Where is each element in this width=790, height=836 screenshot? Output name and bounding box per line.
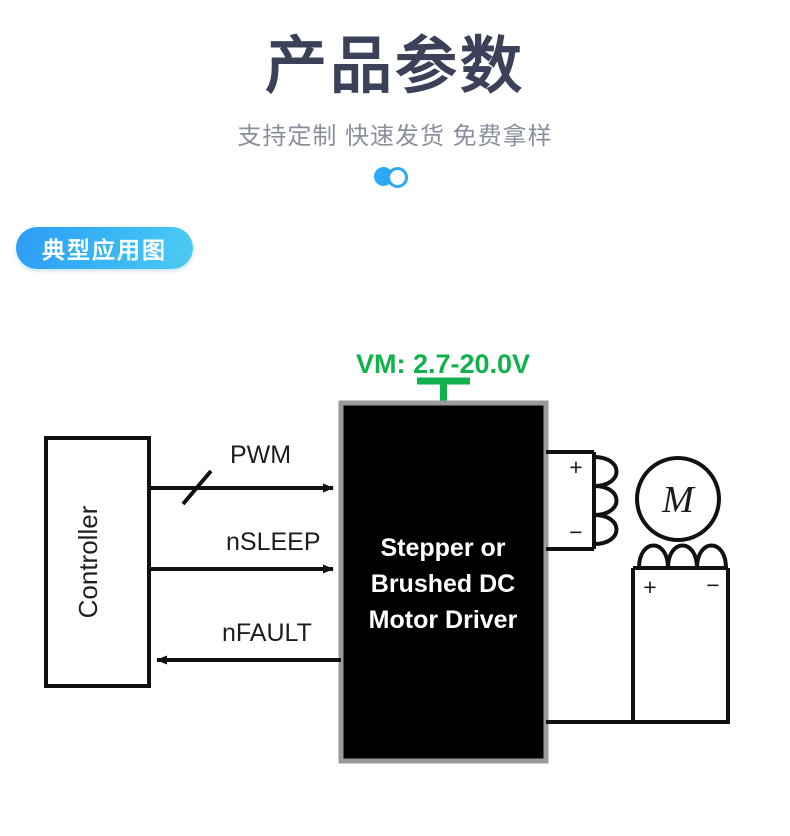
winding-a-plus-label: + <box>569 454 582 480</box>
signal-nsleep: nSLEEP <box>149 528 334 574</box>
driver-block: Stepper or Brushed DC Motor Driver <box>338 400 549 764</box>
signal-nfault: nFAULT <box>156 619 341 665</box>
driver-block-line-3: Motor Driver <box>369 606 518 634</box>
supply-rail-icon <box>417 377 470 404</box>
motor-label: M <box>661 479 696 521</box>
page-title: 产品参数 <box>264 32 525 101</box>
controller-block: Controller <box>44 436 151 688</box>
section-badge-label: 典型应用图 <box>42 237 167 263</box>
signal-pwm-label: PWM <box>230 441 291 469</box>
signal-nfault-label: nFAULT <box>222 619 312 647</box>
signal-nsleep-label: nSLEEP <box>226 528 321 556</box>
winding-b: + − <box>546 543 730 724</box>
motor-circle-icon: M <box>635 456 721 542</box>
controller-block-label: Controller <box>73 505 103 618</box>
driver-block-line-1: Stepper or <box>380 534 505 562</box>
application-diagram: VM: 2.7-20.0V Stepper or Brushed DC Moto… <box>0 300 790 836</box>
section-badge: 典型应用图 <box>16 227 193 269</box>
page-subtitle: 支持定制 快速发货 免费拿样 <box>237 122 553 150</box>
winding-b-minus-label: − <box>706 572 719 598</box>
header-block: 产品参数 支持定制 快速发货 免费拿样 <box>0 0 790 188</box>
supply-voltage-label: VM: 2.7-20.0V <box>356 349 530 379</box>
outline-circle-icon <box>387 166 408 188</box>
winding-a-minus-label: − <box>569 519 582 545</box>
winding-a: + − <box>546 450 619 551</box>
driver-block-line-2: Brushed DC <box>371 570 515 598</box>
title-ornament <box>374 166 416 188</box>
signal-pwm: PWM <box>149 441 334 506</box>
bus-slash-icon <box>181 469 213 506</box>
winding-b-plus-label: + <box>643 574 656 600</box>
